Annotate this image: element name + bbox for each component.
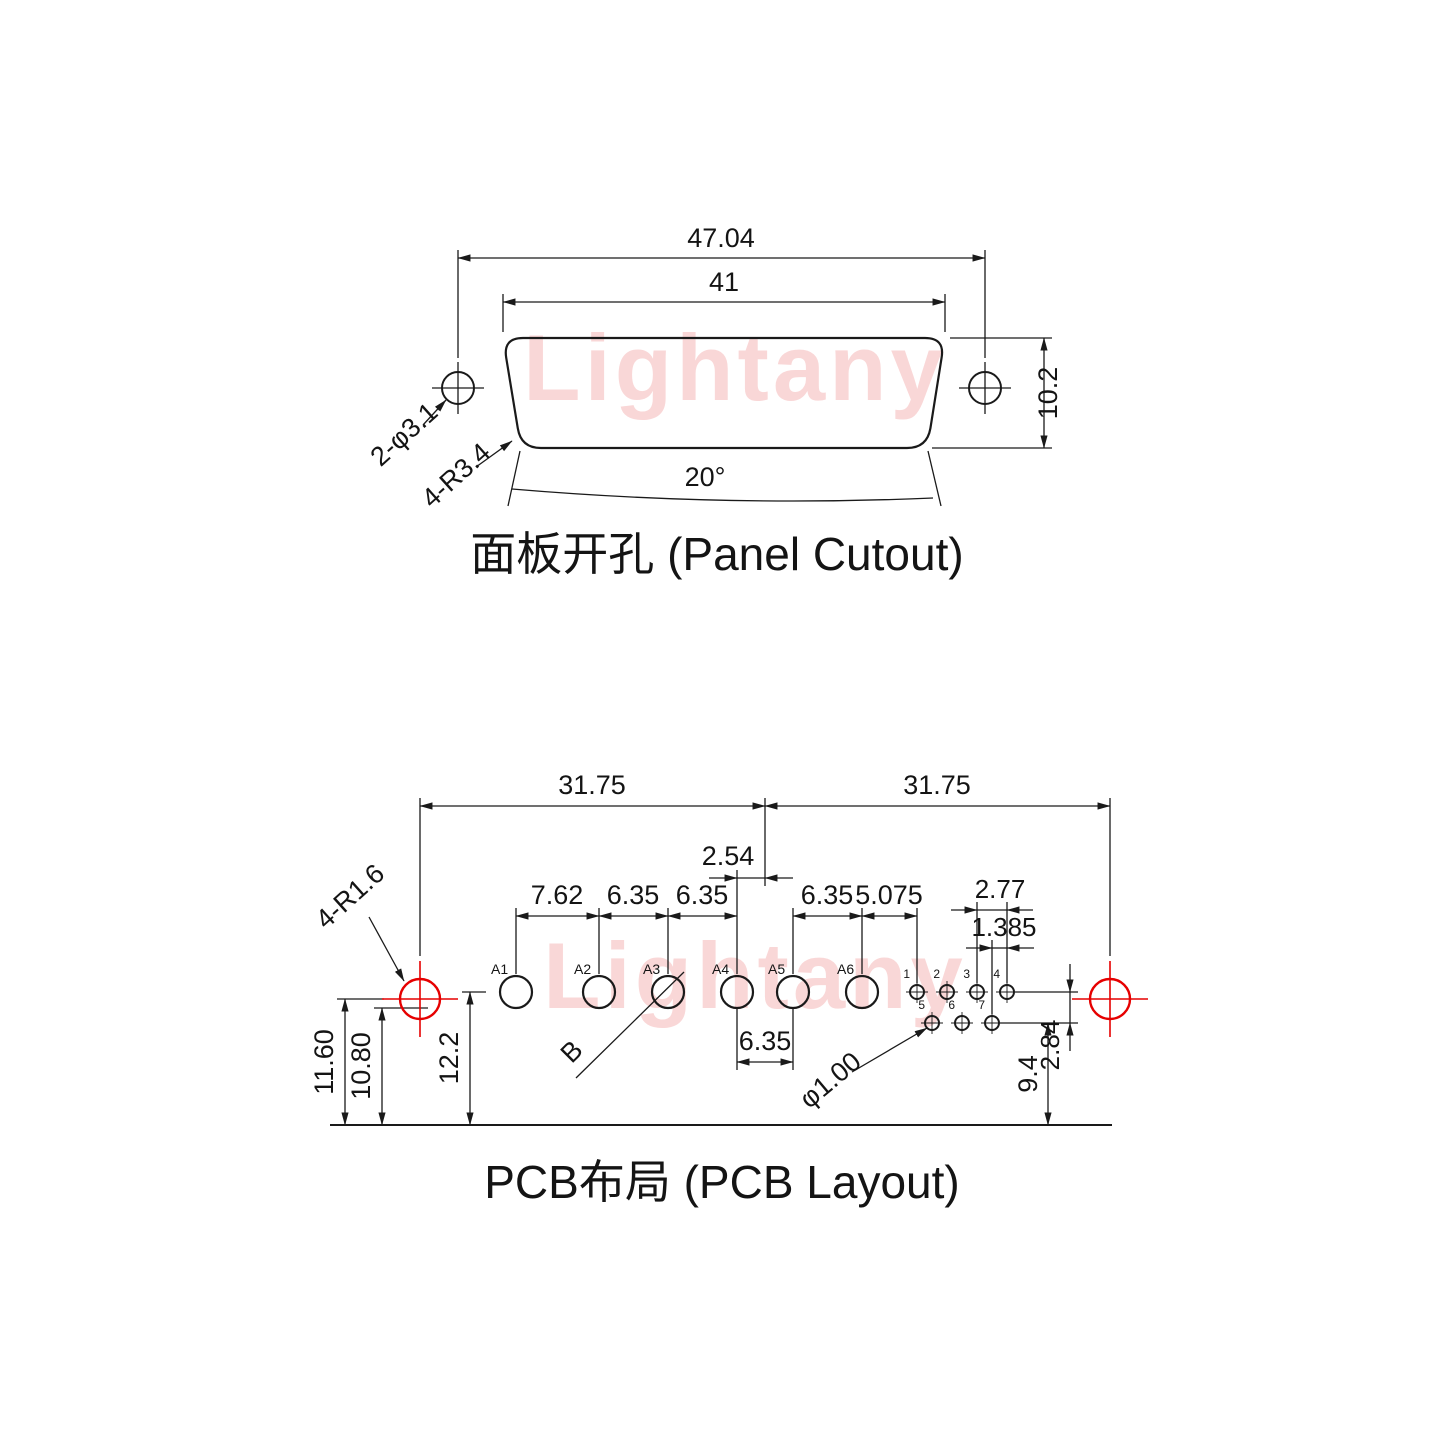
pin-number-1: 1 <box>903 967 910 981</box>
watermark-text-2: Lightany <box>543 923 967 1028</box>
pin-number-6: 6 <box>948 998 955 1012</box>
pad-a6 <box>844 974 880 1010</box>
connector-cutout-outline <box>504 336 944 450</box>
panel-mount-hole-left <box>432 362 484 414</box>
panel-corner-radius-label: 4-R3.4 <box>416 437 496 514</box>
coax-pads: A1 A2 A3 A4 A5 A6 <box>491 961 880 1010</box>
left-span-dim-label: 31.75 <box>558 770 626 800</box>
angle-dimension: 20° <box>507 450 942 507</box>
dim-opening-height: 10.2 <box>932 337 1063 449</box>
overall-width-dim-label: 47.04 <box>687 223 755 253</box>
right-span-dim-label: 31.75 <box>903 770 971 800</box>
pad-a5 <box>775 974 811 1010</box>
dim-opening-width: 41 <box>502 267 946 332</box>
pin-7: 7 <box>978 998 1003 1034</box>
mount-hole-callout: 2-φ3.1 <box>365 397 447 472</box>
mid-to-edge-dim-label: 10.80 <box>346 1032 376 1100</box>
pin-number-2: 2 <box>933 967 940 981</box>
pcb-corner-radius-callout: 4-R1.6 <box>310 858 405 982</box>
dim-row-to-edge: 12.2 <box>434 991 486 1126</box>
pcb-corner-radius-label: 4-R1.6 <box>310 858 390 935</box>
center-offset-dim-label: 2.54 <box>702 841 755 871</box>
dim-overall-width: 47.04 <box>457 223 986 358</box>
pin-5: 5 <box>918 998 943 1034</box>
pin-diameter-label: φ1.00 <box>794 1046 867 1114</box>
contact-b-label: B <box>555 1035 589 1069</box>
dim-center-offset: 2.54 <box>702 841 793 974</box>
pcb-layout-title: PCB布局 (PCB Layout) <box>484 1156 959 1208</box>
pin-number-7: 7 <box>978 998 985 1012</box>
pcb-mount-hole-right <box>1072 961 1148 1037</box>
dim-mid-to-edge: 10.80 <box>346 1007 428 1126</box>
pad-a3 <box>650 974 686 1010</box>
signal-pins: 1 2 3 4 5 6 7 <box>903 967 1018 1034</box>
pcb-layout-drawing: Lightany 31.75 31.75 2.54 <box>309 770 1148 1208</box>
a4-a5-dim-label: 6.35 <box>739 1026 792 1056</box>
pad-a4 <box>719 974 755 1010</box>
pad-label-a1: A1 <box>491 961 508 977</box>
pcb-mount-hole-left <box>382 961 458 1037</box>
dim-pad-pitch-row: 7.62 6.35 6.35 6.35 5.075 <box>515 880 923 983</box>
opening-width-dim-label: 41 <box>709 267 739 297</box>
panel-cutout-drawing: Lightany 47.04 41 <box>365 223 1063 580</box>
row-stagger-dim-label: 1.385 <box>971 912 1036 942</box>
pin-4: 4 <box>993 967 1018 1003</box>
panel-corner-radius-callout: 4-R3.4 <box>416 437 513 514</box>
pin-number-4: 4 <box>993 967 1000 981</box>
pad-a1 <box>498 974 534 1010</box>
pin-row2-to-edge-dim-label: 9.4 <box>1013 1055 1043 1093</box>
a2-a3-dim-label: 6.35 <box>607 880 660 910</box>
a3-a4-dim-label: 6.35 <box>676 880 729 910</box>
side-angle-label: 20° <box>685 462 726 492</box>
pin-2: 2 <box>933 967 958 1003</box>
row-to-edge-dim-label: 12.2 <box>434 1032 464 1085</box>
panel-mount-hole-right <box>959 362 1011 414</box>
pad-label-a5: A5 <box>768 961 785 977</box>
dim-a4-a5: 6.35 <box>736 1008 794 1070</box>
pin-3: 3 <box>963 967 988 1003</box>
dim-pin-row2-to-edge: 9.4 <box>1000 1022 1078 1126</box>
dim-pin-pitch: 2.77 <box>951 874 1033 983</box>
pin-number-5: 5 <box>918 998 925 1012</box>
pad-a2 <box>581 974 617 1010</box>
pad-label-a4: A4 <box>712 961 729 977</box>
pad-label-a3: A3 <box>643 961 660 977</box>
dim-row-spacing: 2.84 <box>1015 964 1078 1070</box>
pin-number-3: 3 <box>963 967 970 981</box>
mount-holes-label: 2-φ3.1 <box>365 397 444 472</box>
dim-row-stagger: 1.385 <box>966 912 1037 1014</box>
dim-left-span: 31.75 31.75 <box>419 770 1111 956</box>
a1-a2-dim-label: 7.62 <box>531 880 584 910</box>
row-spacing-dim-label: 2.84 <box>1035 1020 1065 1071</box>
pad-label-a6: A6 <box>837 961 854 977</box>
opening-height-dim-label: 10.2 <box>1033 367 1063 420</box>
watermark-text: Lightany <box>523 315 947 420</box>
a6-pin1-dim-label: 5.075 <box>855 880 923 910</box>
pin-diameter-callout: φ1.00 <box>794 1027 928 1114</box>
hole-to-edge-dim-label: 11.60 <box>309 1029 339 1095</box>
panel-cutout-title: 面板开孔 (Panel Cutout) <box>470 528 963 580</box>
dim-hole-to-edge: 11.60 <box>309 998 384 1126</box>
pin-pitch-dim-label: 2.77 <box>975 874 1026 904</box>
a5-a6-dim-label: 6.35 <box>801 880 854 910</box>
pin-6: 6 <box>948 998 973 1034</box>
pin-1: 1 <box>903 967 928 1003</box>
pad-label-a2: A2 <box>574 961 591 977</box>
